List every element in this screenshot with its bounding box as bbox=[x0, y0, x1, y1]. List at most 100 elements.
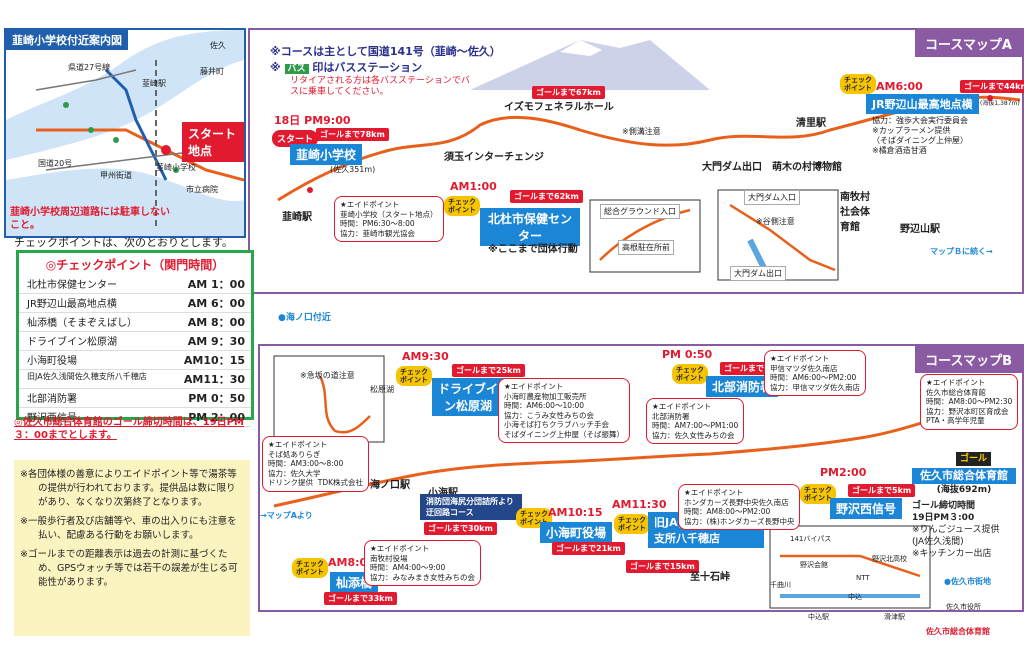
inset-title: 韮崎小学校付近案内図 bbox=[6, 30, 128, 50]
goal-name: 佐久市総合体育館 bbox=[912, 468, 1016, 484]
omon-dam-out-small: 大門ダム出口 bbox=[730, 266, 786, 281]
izumo-hall: イズモフェネラルホール bbox=[504, 102, 614, 113]
cp6-badge: チェックポイント bbox=[614, 514, 650, 534]
saku-label: 野沢北高校 bbox=[872, 555, 907, 563]
legend: ※コースは主として国道141号（韮崎〜佐久） ※ バス 印はバスステーション bbox=[270, 44, 501, 77]
cp8-badge: チェックポイント bbox=[800, 484, 836, 504]
dist-67: ゴールまで67km bbox=[532, 86, 605, 99]
course-b-tag: コースマップB bbox=[915, 346, 1022, 373]
start-point-tag: スタート地点 bbox=[182, 122, 244, 162]
dist-30: ゴールまで30km bbox=[424, 522, 497, 535]
jukkoku-pass: 至十石峠 bbox=[690, 572, 730, 583]
cp2-badge: チェックポイント bbox=[840, 74, 876, 94]
cp1-dist: ゴールまで62km bbox=[510, 190, 583, 203]
start-time: 18日 PM9:00 bbox=[274, 114, 351, 127]
cp4-name: ドライブイン松原湖 bbox=[432, 378, 504, 416]
note-item: ※一般歩行者及び店舗等や、車の出入りにも注意を払い、配慮ある行動をお願いします。 bbox=[20, 516, 237, 541]
omon-dam-in: 大門ダム入口 bbox=[744, 190, 800, 205]
inset-label: 県道27号線 bbox=[68, 63, 111, 72]
inset-label: 韮崎小学校 bbox=[156, 163, 196, 172]
inset-label: 藤井町 bbox=[200, 67, 224, 76]
start-dist: ゴールまで78km bbox=[316, 128, 389, 141]
sogo-ground: 総合グラウンド入口 bbox=[600, 204, 680, 219]
cp-row-time: PM 0：50 bbox=[188, 392, 245, 405]
mountain-shape bbox=[470, 40, 710, 90]
goal-deadline-warning: ◎佐久市総合体育館のゴール締切時間は、19日PM３：00までとします。 bbox=[14, 417, 244, 441]
cp-intro: チェックポイントは、次のとおりとします。 bbox=[14, 236, 233, 249]
cp-row-time: PM 2：00 bbox=[188, 411, 245, 424]
saku-label: NTT bbox=[856, 574, 870, 582]
start-name: 韮崎小学校 bbox=[290, 144, 363, 165]
cp-table-head: ◎チェックポイント（関門時間） bbox=[45, 258, 225, 272]
to-map-b: マップＢに続く→ bbox=[930, 247, 993, 256]
cp8-time: PM2:00 bbox=[820, 466, 867, 479]
takane: 高根駐在所前 bbox=[618, 240, 674, 255]
legend-route-note: ※コースは主として国道141号（韮崎〜佐久） bbox=[270, 45, 501, 58]
saku-label: 滑津駅 bbox=[884, 613, 905, 621]
cp-row: 杣添橋（そまぞえばし）AM 8：00 bbox=[19, 313, 251, 332]
cp3-dist: ゴールまで33km bbox=[324, 592, 397, 605]
inset-label: 韮崎駅 bbox=[142, 79, 166, 88]
cp7-name: 北部消防署 bbox=[706, 376, 779, 397]
cp-row-time: AM 1：00 bbox=[187, 278, 245, 291]
cp1-name: 北杜市保健センター bbox=[480, 208, 580, 246]
matsubara-lake: 松原湖 bbox=[370, 385, 394, 394]
kiyosato-station: 清里駅 bbox=[796, 118, 826, 129]
route-line-b bbox=[273, 404, 981, 508]
legend-prefix: ※ bbox=[270, 61, 281, 74]
saku-label: 佐久市役所 bbox=[946, 603, 981, 611]
inset-label: 甲州街道 bbox=[100, 171, 132, 180]
goal-box: ゴール 佐久市総合体育館 (海抜692m) ゴール締切時間 19日PM３:00 … bbox=[912, 452, 1016, 598]
goal-badge: ゴール bbox=[956, 452, 992, 466]
note-item: ※各団体様の善意によりエイドポイント等で湯茶等の提供が行われております。提供品は… bbox=[20, 469, 237, 508]
cp2-dist: ゴールまで44km bbox=[960, 80, 1024, 93]
legend-bus-text: 印はバスステーション bbox=[312, 61, 423, 74]
course-b-drawing bbox=[273, 355, 981, 609]
cp1-badge: チェックポイント bbox=[444, 196, 480, 216]
goal-small-label: 佐久市総合体育館 bbox=[926, 627, 990, 636]
koumi-station: 小海駅 bbox=[428, 484, 458, 499]
cp4-time: AM9:30 bbox=[402, 350, 449, 363]
cp2-info: 協力：強歩大会実行委員会 ※カップラーメン提供 （そばダイニング上仲屋） ※橘倉… bbox=[872, 116, 968, 155]
detour-note: 消防団海尻分団詰所より迂回路コース bbox=[420, 494, 522, 520]
notes-box: ※各団体様の善意によりエイドポイント等で湯茶等の提供が行われております。提供品は… bbox=[14, 460, 250, 636]
cp8-name: 野沢西信号 bbox=[830, 498, 903, 519]
saku-label: 中込駅 bbox=[808, 613, 829, 621]
cp-row-name: 杣添橋（そまぞえばし） bbox=[27, 318, 137, 329]
note-item: ※ゴールまでの距離表示は過去の計測に基づくため、GPSウォッチ等では若干の誤差が… bbox=[20, 549, 238, 588]
goal-deadline: 19日PM３:00 bbox=[912, 513, 975, 523]
cp-row: ドライブイン松原湖 AM 9：30 bbox=[19, 332, 251, 351]
cp-row-name: 野沢西信号 bbox=[27, 413, 77, 424]
cp-row-name: JR野辺山最高地点横 bbox=[27, 299, 117, 310]
saku-label: 中込 bbox=[848, 593, 862, 601]
cp-row-name: 小海町役場 bbox=[27, 356, 77, 367]
nobeyama-station: 野辺山駅 bbox=[900, 224, 940, 235]
start-badge: スタート bbox=[272, 130, 319, 147]
cp-row-time: AM11：30 bbox=[183, 373, 245, 386]
cp-row-name: ドライブイン松原湖 bbox=[27, 337, 117, 348]
cp1-time: AM1:00 bbox=[450, 180, 497, 193]
cp-row-time: AM 9：30 bbox=[187, 335, 245, 348]
sutama-ic: 須玉インターチェンジ bbox=[444, 152, 544, 163]
moegi-museum: 萌木の村博物館 bbox=[772, 162, 842, 173]
cp-row-time: AM10：15 bbox=[183, 354, 245, 367]
cp7-time: PM 0:50 bbox=[662, 348, 713, 361]
goal-deadline-label: ゴール締切時間 bbox=[912, 501, 976, 511]
cp-row: JR野辺山最高地点横 AM 6：00 bbox=[19, 294, 251, 313]
cp5-name: 小海町役場 bbox=[540, 522, 613, 543]
from-map-a: →マップAより bbox=[260, 511, 313, 520]
cp5-time: AM10:15 bbox=[548, 506, 603, 519]
cp5-dist: ゴールまで21km bbox=[552, 542, 625, 555]
inset-map-drawing bbox=[6, 30, 244, 236]
cp7-badge: チェックポイント bbox=[672, 364, 708, 384]
caution-gutter: ※側溝注意 bbox=[622, 127, 661, 136]
cp-row-time: AM 6：00 bbox=[187, 297, 245, 310]
bus-icon: バス bbox=[284, 64, 309, 74]
cp3-time: AM8:00 bbox=[328, 556, 375, 569]
inset-parking-note: 韮崎小学校周辺道路には駐車しないこと。 bbox=[10, 207, 170, 231]
saku-label: 千曲川 bbox=[770, 581, 791, 589]
cp2-name: JR野辺山最高地点横 bbox=[866, 94, 979, 114]
